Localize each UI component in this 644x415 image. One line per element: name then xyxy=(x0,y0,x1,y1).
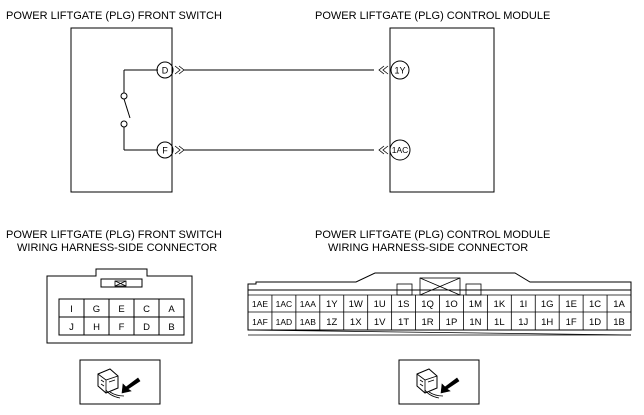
switch-connector-cell: A xyxy=(168,304,175,315)
module-connector-cell: 1AD xyxy=(276,317,293,327)
wire-top xyxy=(174,65,389,75)
module-connector-cell: 1O xyxy=(445,299,458,310)
switch-pin-d-circle xyxy=(156,61,174,79)
module-connector-cell: 1AF xyxy=(252,317,268,327)
module-connector-cell: 1X xyxy=(350,317,362,328)
module-box xyxy=(389,27,495,193)
module-connector-cell: 1V xyxy=(374,317,386,328)
module-connector-cell: 1J xyxy=(518,317,528,328)
switch-connector-title-line2: WIRING HARNESS-SIDE CONNECTOR xyxy=(17,242,217,254)
switch-connector-cell: J xyxy=(69,322,74,333)
module-connector-cell: 1L xyxy=(494,317,505,328)
module-connector-cell: 1E xyxy=(565,299,577,310)
module-connector-cell: 1F xyxy=(566,317,577,328)
module-connector-cell: 1H xyxy=(541,317,553,328)
module-connector-cell: 1G xyxy=(541,299,554,310)
module-connector-cell: 1D xyxy=(589,317,601,328)
module-connector-cell: 1T xyxy=(398,317,409,328)
wire-bottom xyxy=(174,145,389,155)
module-connector-cell: 1Z xyxy=(326,317,337,328)
module-connector-cell: 1B xyxy=(613,317,625,328)
switch-connector-cell: C xyxy=(143,304,150,315)
switch-box xyxy=(70,27,173,193)
module-connector-top-row: 1AE 1AC 1AA 1Y 1W 1U 1S 1Q 1O 1M 1K 1I 1G 1E 1C 1A xyxy=(252,299,626,310)
switch-pin-f-circle xyxy=(156,141,174,159)
switch-connector-cell: D xyxy=(143,322,150,333)
module-connector-cell: 1A xyxy=(613,299,625,310)
module-connector-cell: 1I xyxy=(519,299,527,310)
module-connector-cell: 1P xyxy=(446,317,458,328)
module-connector-title-line1: POWER LIFTGATE (PLG) CONTROL MODULE xyxy=(315,229,550,241)
module-connector-cell: 1AC xyxy=(276,299,293,309)
switch-connector-cell: I xyxy=(70,304,73,315)
module-title: POWER LIFTGATE (PLG) CONTROL MODULE xyxy=(315,10,550,22)
switch-connector-cell: B xyxy=(168,322,174,333)
module-pin-1y-circle xyxy=(390,60,410,80)
module-connector-cell: 1AB xyxy=(300,317,316,327)
module-connector-cell: 1Y xyxy=(326,299,338,310)
module-connector-cell: 1K xyxy=(494,299,506,310)
switch-connector xyxy=(46,268,193,344)
module-pin-1ac-circle xyxy=(389,139,411,161)
module-connector-cell: 1AA xyxy=(300,299,316,309)
module-connector-cell: 1AE xyxy=(252,299,268,309)
module-connector-cell: 1M xyxy=(469,299,482,310)
module-connector-cell: 1R xyxy=(421,317,433,328)
switch-pin-f-label: F xyxy=(162,146,168,156)
connector-view-icon xyxy=(398,359,480,405)
switch-connector-cell: G xyxy=(93,304,100,315)
module-connector-grid xyxy=(271,295,608,330)
switch-connector-cell: F xyxy=(119,322,125,333)
switch-connector-cell: H xyxy=(93,322,100,333)
switch-pin-d-label: D xyxy=(162,66,169,76)
module-connector-cell: 1W xyxy=(349,299,363,310)
module-pin-1ac-label: 1AC xyxy=(392,145,409,155)
switch-connector-title-line1: POWER LIFTGATE (PLG) FRONT SWITCH xyxy=(6,229,222,241)
module-connector-cell: 1N xyxy=(469,317,481,328)
module-connector-title-line2: WIRING HARNESS-SIDE CONNECTOR xyxy=(328,242,528,254)
module-connector-cell: 1Q xyxy=(421,299,434,310)
module-pin-1y-label: 1Y xyxy=(394,66,405,76)
switch-title: POWER LIFTGATE (PLG) FRONT SWITCH xyxy=(6,10,222,22)
switch-connector-cell: E xyxy=(118,304,124,315)
module-connector-cell: 1U xyxy=(374,299,386,310)
switch-contact-symbol xyxy=(120,69,158,151)
module-connector-cell: 1S xyxy=(398,299,410,310)
module-connector-bottom-row: 1AF 1AD 1AB 1Z 1X 1V 1T 1R 1P 1N 1L 1J 1H 1F 1D 1B xyxy=(252,317,625,328)
module-connector-cell: 1C xyxy=(589,299,601,310)
connector-view-icon xyxy=(79,359,161,405)
